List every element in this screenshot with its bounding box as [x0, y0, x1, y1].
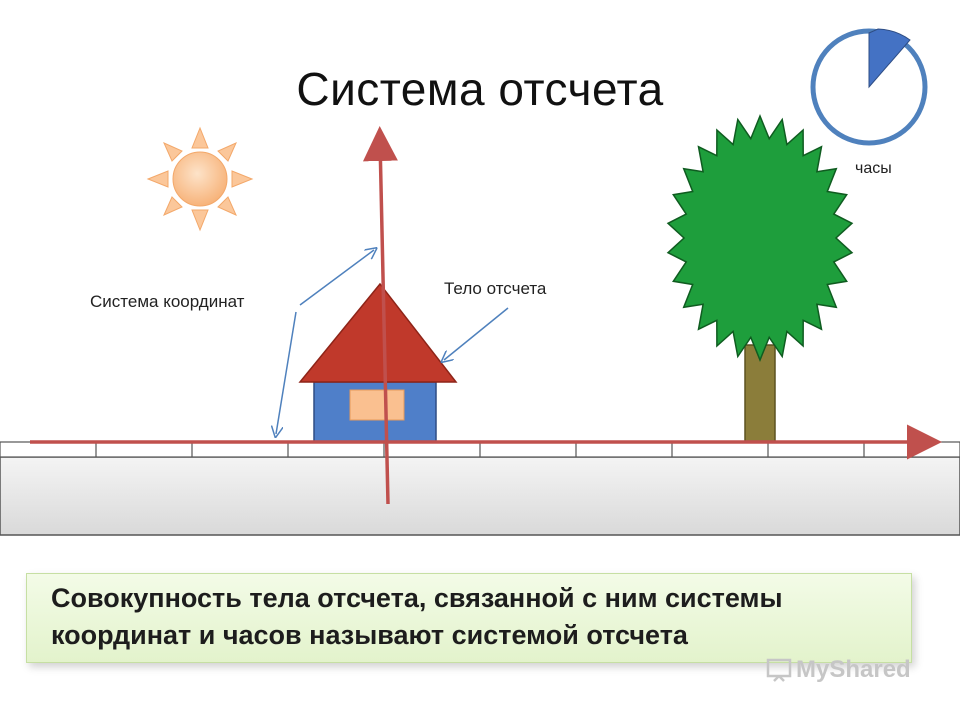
- tree: [666, 114, 854, 443]
- watermark-text: MyShared: [796, 656, 911, 683]
- coordinate-system-label: Система координат: [90, 292, 245, 311]
- label-pointers: [276, 250, 509, 434]
- clock-icon: [810, 28, 928, 146]
- presentation-icon: [766, 658, 792, 682]
- slide-title: Система отсчета: [296, 63, 664, 115]
- clock-label: часы: [855, 160, 892, 177]
- coordinate-system-pointer-down: [276, 311, 297, 434]
- reference-body-label: Тело отсчета: [444, 279, 547, 298]
- reference-body-pointer: [444, 307, 509, 360]
- house: [298, 282, 458, 443]
- sun-icon: [146, 126, 254, 232]
- definition-text: Совокупность тела отсчета, связанной с н…: [51, 583, 783, 650]
- ground: [0, 441, 960, 536]
- watermark: MyShared: [766, 656, 911, 684]
- coordinate-system-pointer-up: [299, 250, 374, 306]
- definition-box: Совокупность тела отсчета, связанной с н…: [26, 573, 912, 663]
- coordinate-axes: [30, 126, 942, 505]
- tree-crown: [666, 114, 854, 362]
